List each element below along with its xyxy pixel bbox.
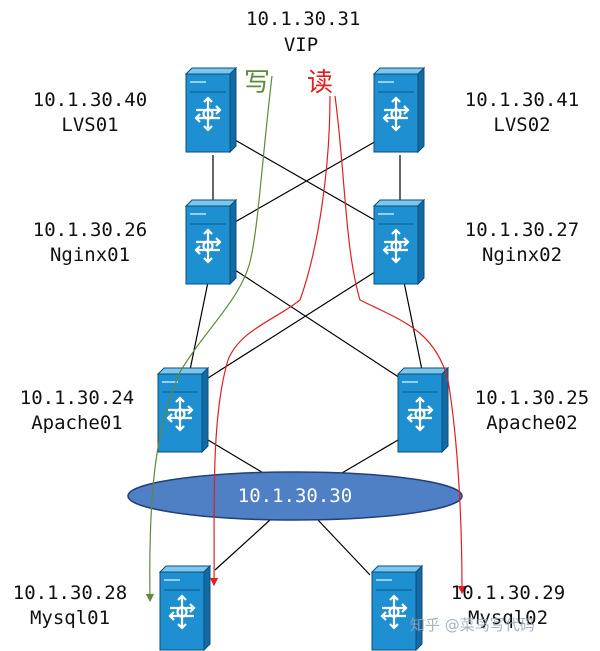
mysql01-ip-label: 10.1.30.28 bbox=[12, 582, 128, 604]
vip-ip-label: 10.1.30.31 bbox=[246, 8, 361, 30]
write-flow-label: 写 bbox=[244, 68, 271, 98]
link-nginx02-apache02 bbox=[403, 281, 423, 371]
nginx01-switch-icon bbox=[184, 198, 238, 286]
write-flow-arrow bbox=[145, 75, 273, 603]
lvs02-name-label: LVS02 bbox=[493, 114, 551, 136]
nginx02-name-label: Nginx02 bbox=[481, 244, 563, 266]
nginx02-switch-icon bbox=[372, 198, 426, 286]
link-nginx02-apache01 bbox=[207, 269, 379, 379]
read-flow-arrow-right bbox=[334, 95, 467, 595]
read-flow-label: 读 bbox=[307, 68, 334, 98]
link-cluster-mysql02 bbox=[317, 519, 371, 576]
apache02-switch-icon bbox=[396, 366, 450, 454]
read-flow-arrow-left bbox=[209, 95, 331, 587]
mysql02-ip-label: 10.1.30.29 bbox=[450, 582, 566, 604]
lvs01-ip-label: 10.1.30.40 bbox=[32, 89, 148, 111]
vip-name-label: VIP bbox=[283, 34, 319, 56]
lvs01-name-label: LVS01 bbox=[61, 114, 119, 136]
nginx01-name-label: Nginx01 bbox=[49, 244, 131, 266]
nginx02-ip-label: 10.1.30.27 bbox=[464, 219, 580, 241]
lvs02-switch-icon bbox=[372, 66, 426, 154]
link-lvs02-nginx01 bbox=[234, 139, 379, 223]
mysql01-name-label: Mysql01 bbox=[29, 607, 111, 629]
mysql02-switch-icon bbox=[370, 564, 424, 651]
mysql01-switch-icon bbox=[158, 564, 212, 651]
cluster-ip-label: 10.1.30.30 bbox=[237, 485, 353, 507]
link-cluster-mysql01 bbox=[214, 519, 271, 571]
lvs01-switch-icon bbox=[184, 66, 238, 154]
link-nginx01-apache01 bbox=[189, 281, 209, 371]
link-nginx01-apache02 bbox=[234, 269, 401, 379]
watermark: 知乎 @菜鸟写代码 bbox=[410, 616, 535, 634]
apache01-ip-label: 10.1.30.24 bbox=[19, 387, 135, 409]
apache01-name-label: Apache01 bbox=[31, 412, 123, 434]
mysql02-name-label: Mysql02 bbox=[467, 607, 549, 629]
apache01-switch-icon bbox=[156, 366, 210, 454]
lvs02-ip-label: 10.1.30.41 bbox=[464, 89, 580, 111]
apache02-name-label: Apache02 bbox=[486, 412, 578, 434]
cluster-vip-ellipse bbox=[127, 471, 463, 521]
nginx01-ip-label: 10.1.30.26 bbox=[32, 219, 148, 241]
apache02-ip-label: 10.1.30.25 bbox=[474, 387, 590, 409]
